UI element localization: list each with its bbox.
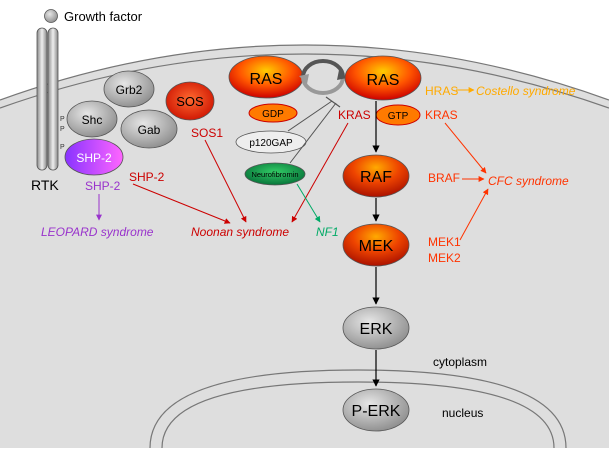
- ras-gtp-label: RAS: [367, 72, 400, 89]
- neurofibromin-to-nf1-arrow: [296, 183, 321, 223]
- ras-gtp-node: [344, 55, 422, 101]
- nf1-label: NF1: [316, 225, 339, 239]
- shp2-gene-label-purple: SHP-2: [85, 179, 121, 193]
- gab-label: Gab: [138, 123, 161, 137]
- phospho-mark: P: [60, 144, 65, 151]
- phospho-mark: P: [60, 126, 65, 133]
- hras-gene-label: HRAS: [425, 84, 458, 98]
- leopard-syndrome-label: LEOPARD syndrome: [41, 225, 154, 239]
- mek2-gene-label: MEK2: [428, 251, 461, 265]
- mek-node: [342, 223, 410, 267]
- cfc-syndrome-label: CFC syndrome: [488, 174, 569, 188]
- raf-label: RAF: [360, 169, 392, 186]
- rtk-label: RTK: [31, 177, 59, 193]
- costello-syndrome-label: Costello syndrome: [476, 84, 576, 98]
- gap-inhibition-line: [287, 100, 333, 132]
- gab-node: [120, 109, 178, 149]
- shp2-to-noonan-arrow: [132, 183, 231, 224]
- gdp-gtp-exchange-icon: [299, 59, 347, 95]
- sos1-to-noonan-arrow: [204, 139, 247, 223]
- shp2-node: [64, 138, 124, 176]
- shc-node: [66, 100, 118, 138]
- grb2-label: Grb2: [116, 83, 143, 97]
- p-erk-label: P-ERK: [352, 403, 401, 420]
- gtp-label: GTP: [388, 111, 409, 122]
- shp2-node-label: SHP-2: [76, 151, 112, 165]
- shc-label: Shc: [82, 113, 103, 127]
- ras-gdp-label: RAS: [250, 71, 283, 88]
- extracellular-space: [0, 0, 609, 100]
- gdp-node: [248, 103, 298, 123]
- noonan-syndrome-label: Noonan syndrome: [191, 225, 289, 239]
- sos-node: [165, 81, 215, 121]
- growth-factor-label: Growth factor: [64, 9, 143, 24]
- mek-to-cfc-arrow: [459, 188, 489, 241]
- plasma-membrane-inner: [0, 53, 609, 109]
- erk-label: ERK: [360, 321, 393, 338]
- grb2-node: [103, 70, 155, 108]
- rtk-receptor: [36, 27, 59, 171]
- mek1-gene-label: MEK1: [428, 235, 461, 249]
- kras-gene-label-right: KRAS: [425, 108, 458, 122]
- mek-label: MEK: [359, 238, 394, 255]
- neurofibromin-label: Neurofibromin: [251, 170, 298, 179]
- gap-inhibition-bar: [325, 96, 341, 108]
- sos1-gene-label: SOS1: [191, 126, 223, 140]
- kras-to-cfc-arrow: [444, 122, 487, 174]
- p120gap-label: p120GAP: [249, 138, 293, 149]
- growth-factor-icon: [44, 9, 58, 23]
- erk-node: [342, 306, 410, 350]
- sos-label: SOS: [176, 94, 204, 109]
- raf-node: [342, 154, 410, 198]
- phospho-mark: P: [60, 116, 65, 123]
- kras-gene-label-left: KRAS: [338, 108, 371, 122]
- plasma-membrane-outer: [0, 44, 609, 101]
- nuclear-envelope-inner: [161, 381, 555, 449]
- shp2-gene-label-red: SHP-2: [129, 170, 165, 184]
- nuclear-envelope-outer: [149, 369, 567, 449]
- kras-to-noonan-arrow: [291, 122, 349, 223]
- braf-gene-label: BRAF: [428, 171, 460, 185]
- neurofibromin-node: [244, 162, 306, 186]
- gap-inhibition-line: [289, 102, 337, 164]
- cytoplasm-label: cytoplasm: [433, 355, 487, 369]
- nucleus-label: nucleus: [442, 406, 483, 420]
- p-erk-node: [342, 388, 410, 432]
- gdp-label: GDP: [262, 109, 284, 120]
